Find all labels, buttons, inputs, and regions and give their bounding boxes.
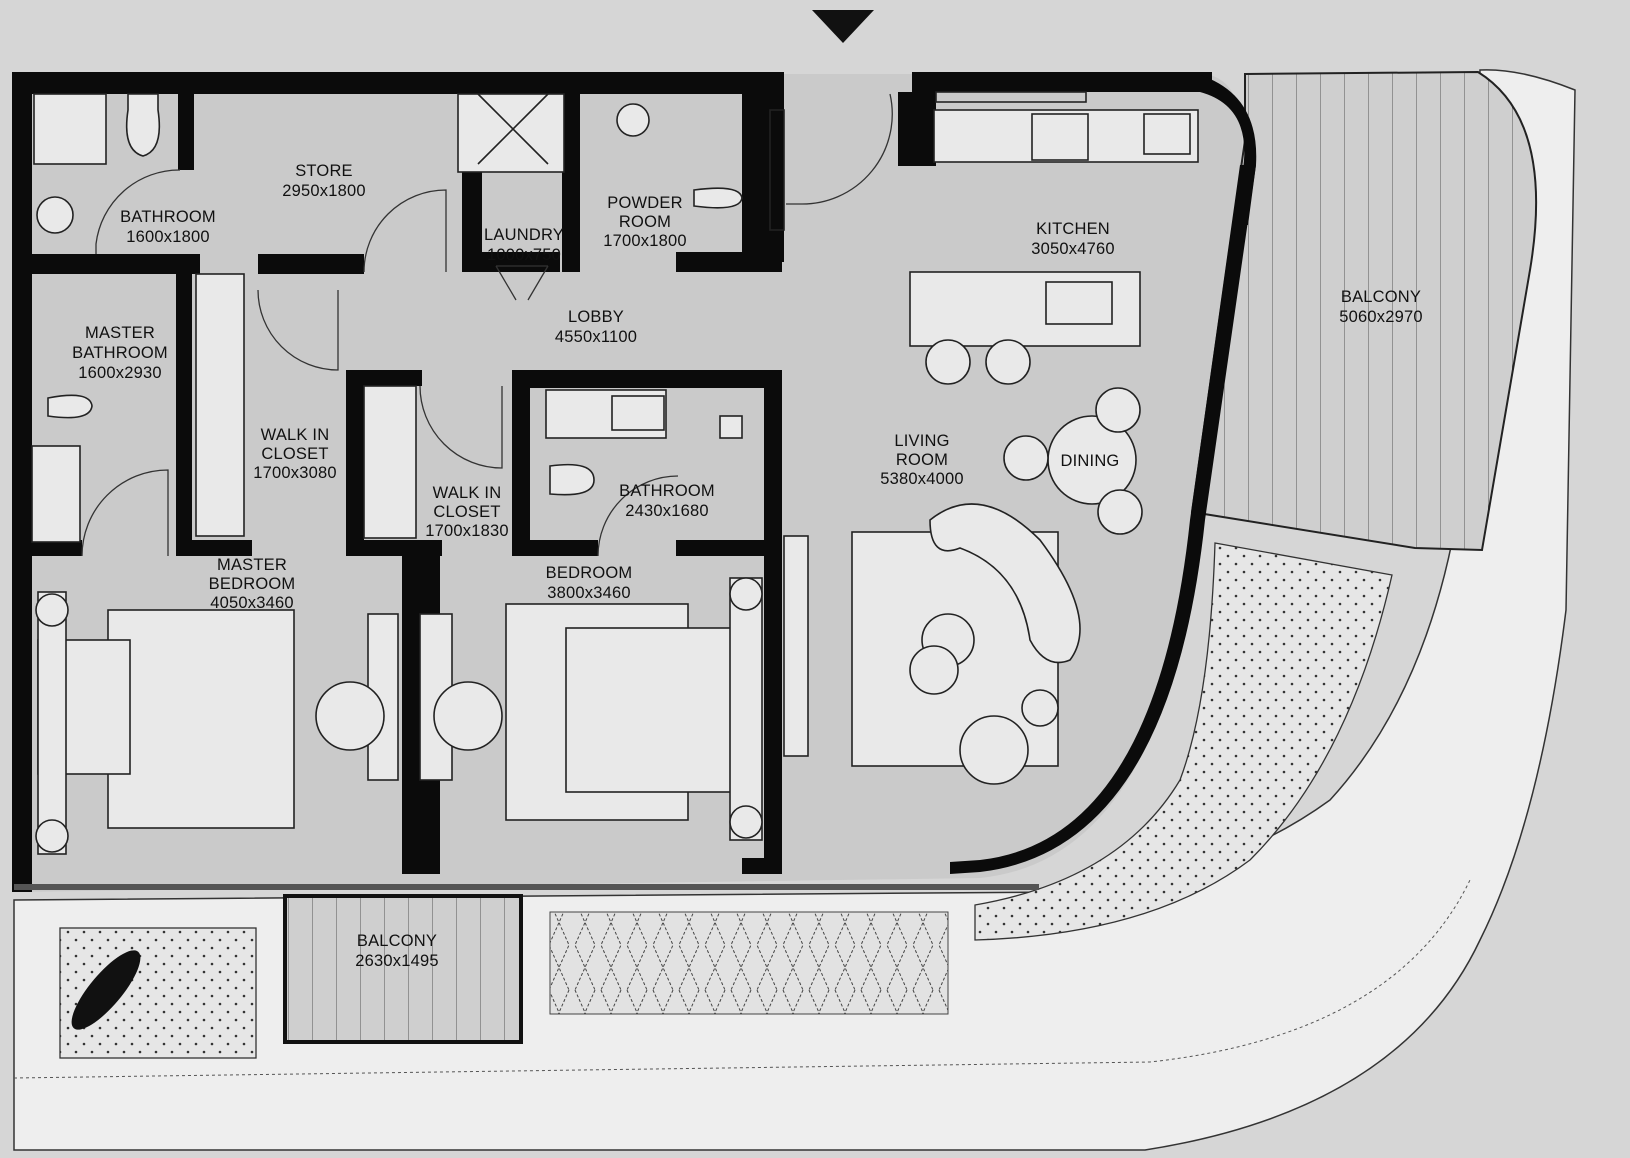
- master-bedroom-name-2: BEDROOM: [209, 575, 296, 593]
- balcony-small-size: 2630x1495: [355, 952, 438, 970]
- walk-in-closet-1-name-2: CLOSET: [261, 445, 328, 463]
- triangle-down-icon: [812, 10, 874, 43]
- bedroom-name: BEDROOM: [546, 564, 633, 582]
- dining-name: DINING: [1061, 452, 1120, 470]
- walk-in-closet-2-name-1: WALK IN: [433, 484, 502, 502]
- kitchen-size: 3050x4760: [1031, 240, 1114, 258]
- walk-in-closet-1-name-1: WALK IN: [261, 426, 330, 444]
- balcony-large-size: 5060x2970: [1339, 308, 1422, 326]
- bathroom-1-name: BATHROOM: [120, 208, 216, 226]
- master-bedroom-size: 4050x3460: [210, 594, 293, 612]
- laundry-name: LAUNDRY: [484, 226, 564, 244]
- balcony-small-deck: [283, 894, 523, 1044]
- bedroom-size: 3800x3460: [547, 584, 630, 602]
- living-room-size: 5380x4000: [880, 470, 963, 488]
- balcony-large-name: BALCONY: [1341, 288, 1421, 306]
- bathroom-2-name: BATHROOM: [619, 482, 715, 500]
- planter-left: [59, 927, 257, 1059]
- powder-room-size: 1700x1800: [603, 232, 686, 250]
- room-labels: BATHROOM 1600x1800 STORE 2950x1800 LAUND…: [72, 162, 1422, 970]
- living-room-name-2: ROOM: [896, 451, 948, 469]
- window-left: [769, 109, 785, 231]
- doors: [81, 93, 893, 557]
- bathroom-2-size: 2430x1680: [625, 502, 708, 520]
- balcony-small-name: BALCONY: [357, 932, 437, 950]
- fixtures: [31, 93, 1199, 855]
- store-name: STORE: [295, 162, 353, 180]
- walk-in-closet-2-name-2: CLOSET: [433, 503, 500, 521]
- kitchen-name: KITCHEN: [1036, 220, 1110, 238]
- planter-right: [974, 542, 1393, 941]
- master-bathroom-name-1: MASTER: [85, 324, 155, 342]
- master-bedroom-name-1: MASTER: [217, 556, 287, 574]
- master-bathroom-name-2: BATHROOM: [72, 344, 168, 362]
- walk-in-closet-1-size: 1700x3080: [253, 464, 336, 482]
- walls: [12, 72, 1257, 892]
- planter-left-feature: [71, 950, 141, 1030]
- lobby-size: 4550x1100: [555, 328, 637, 346]
- master-bathroom-size: 1600x2930: [78, 364, 161, 382]
- living-room-name-1: LIVING: [894, 432, 949, 450]
- walkway-edge: [13, 879, 1471, 1079]
- powder-room-name-1: POWDER: [607, 194, 682, 212]
- powder-room-name-2: ROOM: [619, 213, 671, 231]
- lobby-name: LOBBY: [568, 308, 624, 326]
- window-kitchen: [935, 91, 1087, 103]
- planter-strip: [549, 911, 949, 1015]
- laundry-size: 1000x750: [487, 246, 561, 264]
- walk-in-closet-2-size: 1700x1830: [425, 522, 508, 540]
- bathroom-1-size: 1600x1800: [126, 228, 209, 246]
- store-size: 2950x1800: [282, 182, 365, 200]
